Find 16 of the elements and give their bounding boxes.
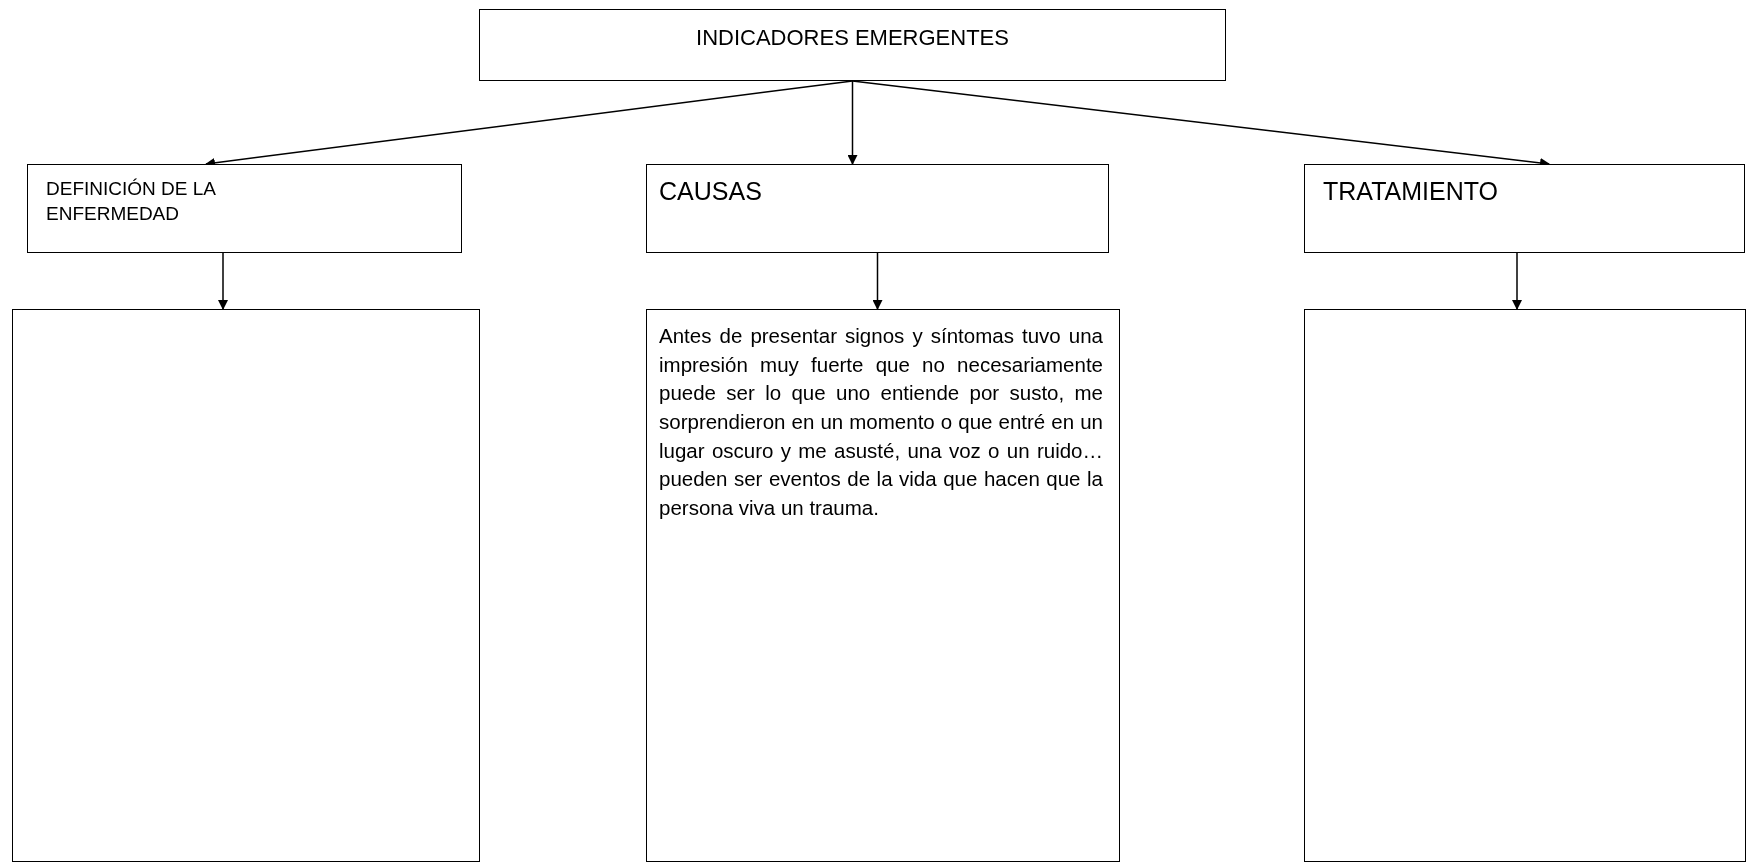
- text-box: [646, 309, 1120, 862]
- heading-text: TRATAMIENTO: [1323, 176, 1499, 207]
- heading-text: INDICADORES EMERGENTES: [695, 24, 1010, 52]
- arrow: [1512, 252, 1522, 310]
- heading-box: [1304, 164, 1745, 253]
- heading-box: [27, 164, 462, 253]
- arrow: [218, 252, 228, 310]
- arrow: [847, 80, 858, 165]
- empty-box: [1304, 309, 1746, 862]
- empty-box: [12, 309, 480, 862]
- heading-box: [479, 9, 1226, 81]
- body-text: Antes de presentar signos y síntomas tuvo una impresión muy fuerte que no necesariamente puede ser lo que uno entiende por susto, me sorprendieron en un momento o que entré en un lugar oscuro y me asusté, una voz o un ruido… pueden ser eventos de la vida que hacen que la persona viva un trauma.: [659, 323, 1103, 522]
- arrow: [872, 252, 883, 310]
- heading-text: CAUSAS: [659, 176, 763, 207]
- heading-box: [646, 164, 1109, 253]
- heading-text: DEFINICIÓN DE LA ENFERMEDAD: [46, 177, 217, 226]
